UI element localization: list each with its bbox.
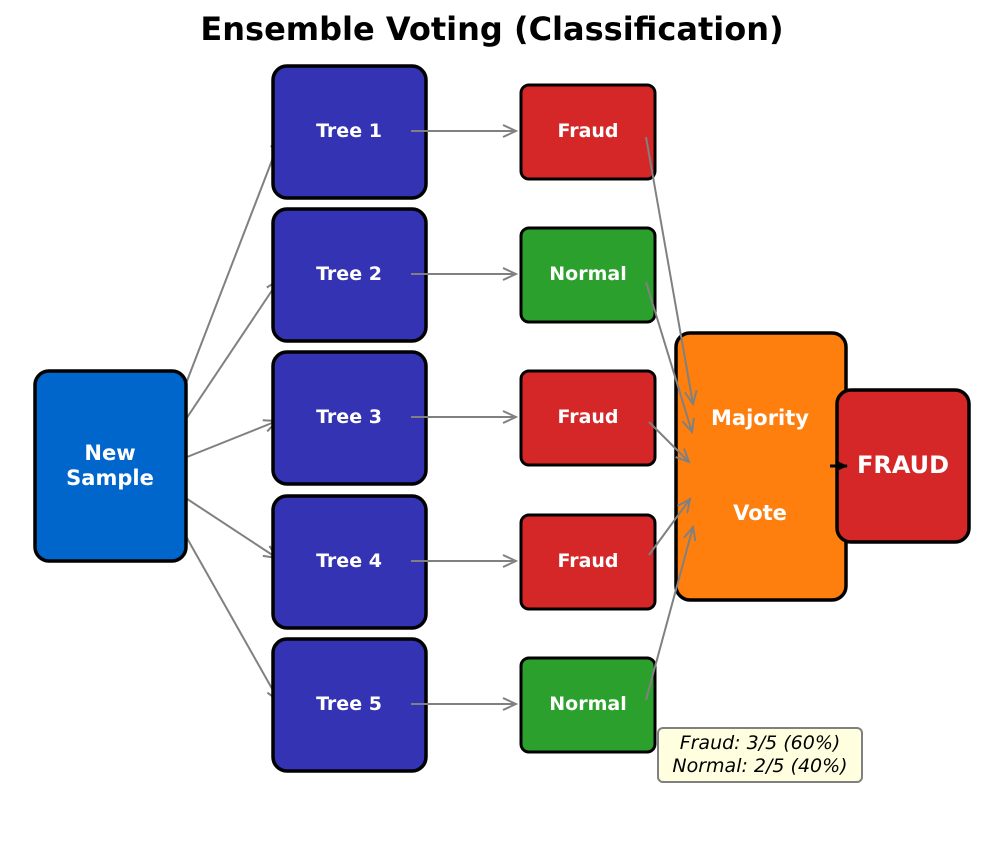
edge-prediction-to-vote-1 [645,136,693,404]
tree-node-3: Tree 3 [271,350,428,486]
tree-label: Tree 1 [316,120,382,142]
prediction-label: Normal [549,263,626,285]
diagram-title: Ensemble Voting (Classification) [200,10,783,48]
result-label: FRAUD [857,451,949,479]
summary-normal: Normal: 2/5 (40%) [672,755,847,777]
prediction-node-2: Normal [519,226,657,324]
prediction-box [519,369,657,467]
input-box [33,369,188,563]
tree-label: Tree 3 [316,406,382,428]
edge-prediction-to-vote-2 [645,281,692,432]
vote-node: Majority Vote [674,331,848,602]
tree-node-2: Tree 2 [271,207,428,343]
prediction-label: Normal [549,693,626,715]
tree-node-5: Tree 5 [271,637,428,773]
prediction-node-3: Fraud [519,369,657,467]
edge-prediction-to-vote-4 [648,499,690,556]
prediction-label: Fraud [557,550,618,572]
vote-edges [645,136,693,701]
edge-prediction-to-vote-5 [645,527,693,701]
edge-prediction-to-vote-3 [648,421,689,462]
prediction-node-1: Fraud [519,83,657,181]
input-node: New Sample [33,369,188,563]
tree-node-4: Tree 4 [271,494,428,630]
edge-input-to-tree-3 [171,421,277,464]
tree-label: Tree 5 [316,693,382,715]
input-label-line1: New [84,441,135,465]
vote-label-line1: Majority [711,406,809,430]
prediction-box [519,513,657,611]
prediction-label: Fraud [557,406,618,428]
tree-label: Tree 2 [316,263,382,285]
edge-input-to-tree-1 [169,137,281,426]
prediction-node-4: Fraud [519,513,657,611]
edge-input-to-tree-2 [169,280,279,444]
vote-summary: Fraud: 3/5 (60%) Normal: 2/5 (40%) [657,727,863,783]
tree-node-1: Tree 1 [271,64,428,200]
vote-box [674,331,848,602]
prediction-box [519,226,657,324]
prediction-label: Fraud [557,120,618,142]
result-node: FRAUD [835,388,971,544]
summary-fraud: Fraud: 3/5 (60%) [680,732,841,754]
summary-box [657,727,863,783]
prediction-node-5: Normal [519,656,657,754]
tree-nodes: Tree 1 Tree 2 Tree 3 Tree 4 Tree 5 [271,64,516,773]
edge-input-to-tree-4 [171,488,277,558]
input-edges [169,137,281,701]
edge-input-to-tree-5 [169,507,279,701]
tree-label: Tree 4 [316,550,382,572]
vote-label-line2: Vote [733,501,787,525]
prediction-box [519,656,657,754]
input-label-line2: Sample [66,466,154,490]
prediction-box [519,83,657,181]
